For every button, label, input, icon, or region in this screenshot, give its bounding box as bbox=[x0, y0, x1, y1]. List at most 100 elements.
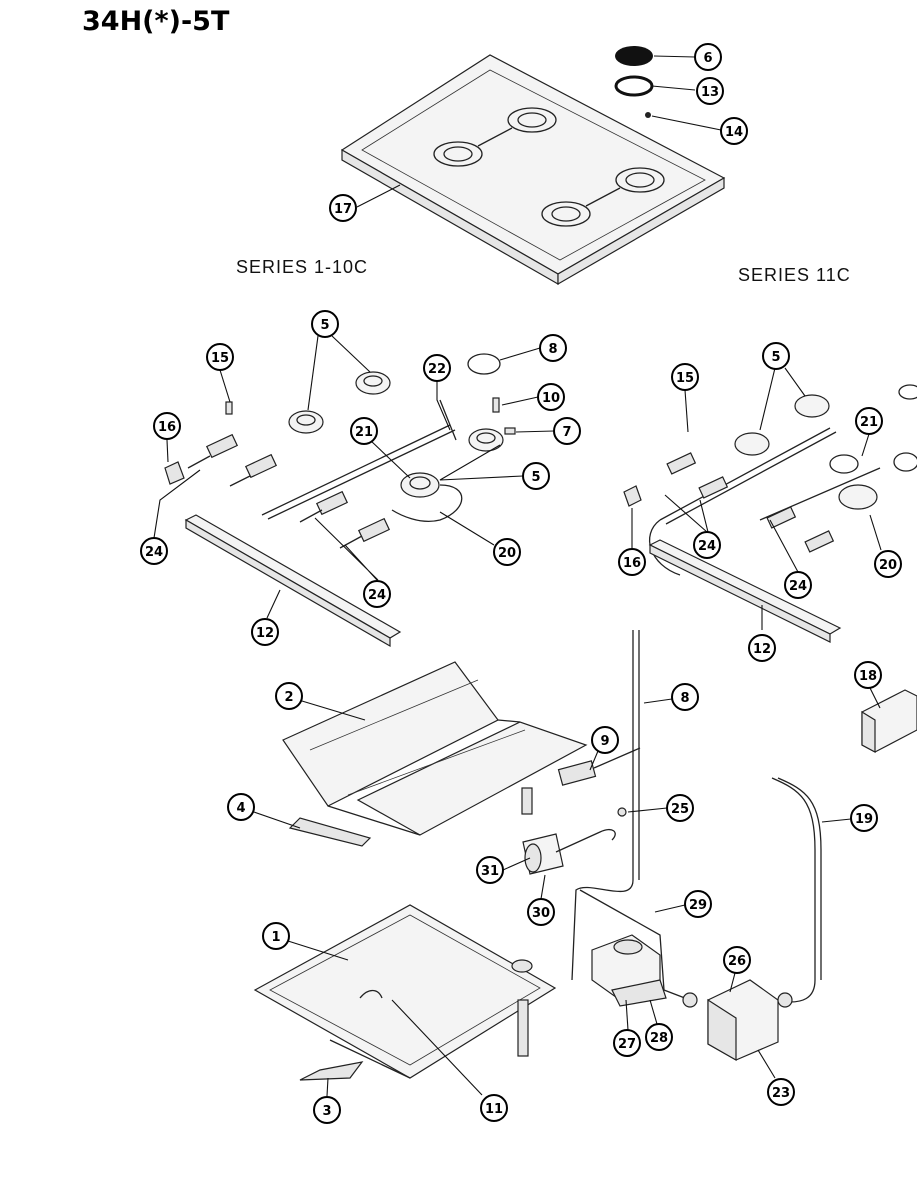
svg-text:5: 5 bbox=[771, 350, 780, 365]
gas-tube-part bbox=[571, 630, 634, 981]
series-left-label: SERIES 1-10C bbox=[236, 257, 368, 277]
callout-15-right: 15 bbox=[671, 363, 699, 391]
burner-cap-part bbox=[615, 46, 653, 66]
svg-text:4: 4 bbox=[236, 801, 245, 816]
callout-22: 22 bbox=[423, 354, 451, 382]
callout-3: 3 bbox=[313, 1096, 341, 1124]
callout-28: 28 bbox=[645, 1023, 673, 1051]
svg-text:20: 20 bbox=[879, 558, 897, 573]
svg-text:24: 24 bbox=[145, 545, 163, 560]
svg-text:2: 2 bbox=[284, 690, 293, 705]
svg-text:14: 14 bbox=[725, 125, 743, 140]
callout-4: 4 bbox=[227, 793, 255, 821]
callout-14: 14 bbox=[720, 117, 748, 145]
callout-30: 30 bbox=[527, 898, 555, 926]
svg-text:5: 5 bbox=[320, 318, 329, 333]
svg-text:25: 25 bbox=[671, 802, 689, 817]
oven-valve-part bbox=[522, 828, 616, 875]
callout-12-left: 12 bbox=[251, 618, 279, 646]
svg-text:17: 17 bbox=[334, 202, 352, 217]
svg-text:31: 31 bbox=[481, 864, 499, 879]
leader-lines bbox=[153, 55, 882, 1097]
svg-text:12: 12 bbox=[753, 642, 771, 657]
svg-text:27: 27 bbox=[618, 1037, 636, 1052]
callout-1: 1 bbox=[262, 922, 290, 950]
svg-text:24: 24 bbox=[368, 588, 386, 603]
svg-text:22: 22 bbox=[428, 362, 446, 377]
callout-20-left: 20 bbox=[493, 538, 521, 566]
cooktop-top bbox=[340, 54, 726, 286]
svg-text:30: 30 bbox=[532, 906, 550, 921]
callout-5-mid: 5 bbox=[522, 462, 550, 490]
callout-5-right: 5 bbox=[762, 342, 790, 370]
callout-21-right: 21 bbox=[855, 407, 883, 435]
callout-15-left: 15 bbox=[206, 343, 234, 371]
callout-19: 19 bbox=[850, 804, 878, 832]
svg-text:12: 12 bbox=[256, 626, 274, 641]
svg-text:18: 18 bbox=[859, 669, 877, 684]
callout-17: 17 bbox=[329, 194, 357, 222]
callout-16-left: 16 bbox=[153, 412, 181, 440]
svg-text:21: 21 bbox=[860, 415, 878, 430]
callout-11: 11 bbox=[480, 1094, 508, 1122]
ring-part bbox=[614, 75, 654, 97]
svg-text:19: 19 bbox=[855, 812, 873, 827]
callout-6: 6 bbox=[694, 43, 722, 71]
svg-text:1: 1 bbox=[271, 930, 280, 945]
callout-21-left: 21 bbox=[350, 417, 378, 445]
burner-baffle-part bbox=[282, 661, 588, 847]
callout-24-right-a: 24 bbox=[693, 531, 721, 559]
svg-text:20: 20 bbox=[498, 546, 516, 561]
svg-text:26: 26 bbox=[728, 954, 746, 969]
control-module-part bbox=[861, 689, 917, 754]
callout-2: 2 bbox=[275, 682, 303, 710]
callout-24-left-b: 24 bbox=[363, 580, 391, 608]
callout-23: 23 bbox=[767, 1078, 795, 1106]
callout-16-right: 16 bbox=[618, 548, 646, 576]
svg-text:16: 16 bbox=[158, 420, 176, 435]
gas-line-part bbox=[771, 777, 816, 1003]
callout-8-bottom: 8 bbox=[671, 683, 699, 711]
page-title: 34H(*)-5T bbox=[82, 6, 230, 37]
svg-text:6: 6 bbox=[703, 51, 712, 66]
svg-text:16: 16 bbox=[623, 556, 641, 571]
svg-text:10: 10 bbox=[542, 391, 560, 406]
screw-part bbox=[645, 112, 651, 118]
svg-text:8: 8 bbox=[548, 342, 557, 357]
svg-text:3: 3 bbox=[322, 1104, 331, 1119]
callout-24-left-a: 24 bbox=[140, 537, 168, 565]
callout-8-top: 8 bbox=[539, 334, 567, 362]
callout-20-right: 20 bbox=[874, 550, 902, 578]
svg-text:23: 23 bbox=[772, 1086, 790, 1101]
svg-text:15: 15 bbox=[211, 351, 229, 366]
callout-31: 31 bbox=[476, 856, 504, 884]
svg-text:24: 24 bbox=[789, 579, 807, 594]
svg-text:7: 7 bbox=[562, 425, 571, 440]
safety-valve-part bbox=[682, 979, 793, 1062]
svg-text:24: 24 bbox=[698, 539, 716, 554]
callout-18: 18 bbox=[854, 661, 882, 689]
callout-25: 25 bbox=[666, 794, 694, 822]
igniter-part bbox=[557, 747, 641, 817]
svg-text:11: 11 bbox=[485, 1102, 503, 1117]
callout-13: 13 bbox=[696, 77, 724, 105]
svg-text:5: 5 bbox=[531, 470, 540, 485]
callout-7: 7 bbox=[553, 417, 581, 445]
svg-text:29: 29 bbox=[689, 898, 707, 913]
oven-bottom-part bbox=[253, 904, 557, 1081]
svg-text:15: 15 bbox=[676, 371, 694, 386]
callout-5-top: 5 bbox=[311, 310, 339, 338]
right-burner-assembly bbox=[623, 384, 917, 643]
callout-27: 27 bbox=[613, 1029, 641, 1057]
svg-text:13: 13 bbox=[701, 85, 719, 100]
svg-text:8: 8 bbox=[680, 691, 689, 706]
svg-text:9: 9 bbox=[600, 734, 609, 749]
pressure-regulator-part bbox=[591, 934, 667, 1007]
callout-9: 9 bbox=[591, 726, 619, 754]
series-right-label: SERIES 11C bbox=[738, 265, 851, 285]
callout-10: 10 bbox=[537, 383, 565, 411]
svg-text:28: 28 bbox=[650, 1031, 668, 1046]
supply-tube-part bbox=[579, 889, 691, 1001]
left-burner-assembly bbox=[164, 353, 516, 648]
